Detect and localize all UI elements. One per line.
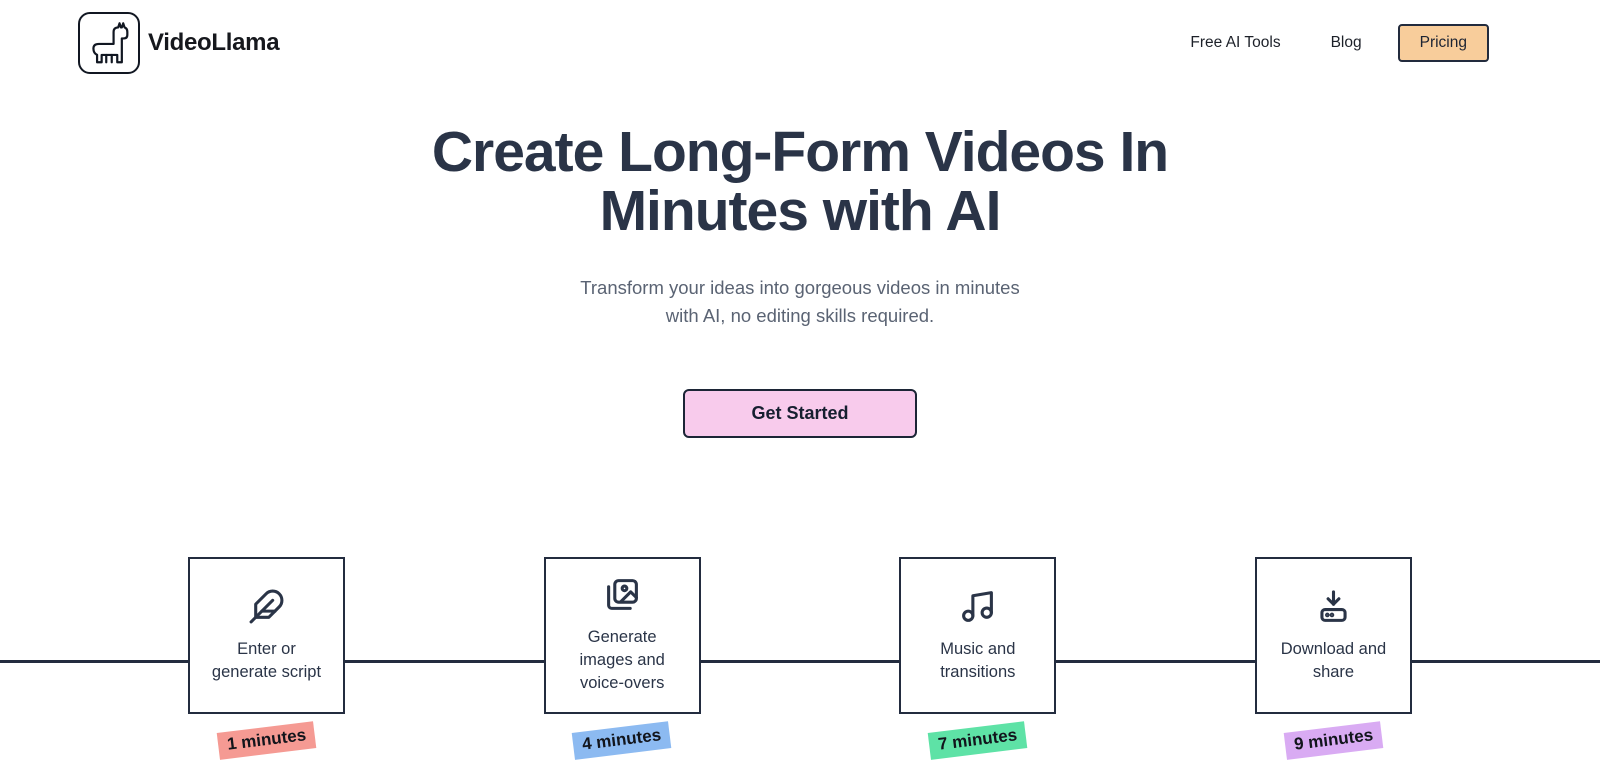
step-label: Generate images and voice-overs <box>579 628 665 692</box>
step-label: Download and share <box>1280 639 1387 681</box>
brand-name: VideoLlama <box>148 29 280 56</box>
step-duration-badge: 7 minutes <box>927 721 1028 760</box>
nav-free-ai-tools[interactable]: Free AI Tools <box>1190 34 1281 51</box>
page-title-line-2: Minutes with AI <box>599 179 1002 243</box>
header: VideoLlama Free AI Tools Blog Pricing <box>0 0 1600 86</box>
hero-subtitle: Transform your ideas into gorgeous video… <box>0 274 1600 329</box>
step-duration-badge: 9 minutes <box>1283 721 1384 760</box>
music-icon <box>959 588 996 625</box>
step-duration-badge: 4 minutes <box>572 721 673 760</box>
hero-subtitle-line-2: with AI, no editing skills required. <box>665 304 935 326</box>
step-enter-script: Enter or generate script 1 minutes <box>188 557 345 760</box>
pricing-button[interactable]: Pricing <box>1397 24 1489 62</box>
step-card: Music and transitions <box>899 557 1057 714</box>
page-title-line-1: Create Long-Form Videos In <box>431 120 1169 184</box>
timeline-line <box>0 660 1600 663</box>
hero-subtitle-line-1: Transform your ideas into gorgeous video… <box>580 277 1020 298</box>
step-label: Enter or generate script <box>211 639 322 681</box>
brand-logo[interactable]: VideoLlama <box>78 12 280 74</box>
step-duration-badge: 1 minutes <box>216 721 317 760</box>
get-started-button[interactable]: Get Started <box>683 389 917 438</box>
feather-icon <box>248 588 285 625</box>
step-card: Generate images and voice-overs <box>543 557 701 714</box>
page-title: Create Long-Form Videos In Minutes with … <box>0 123 1600 241</box>
nav-blog[interactable]: Blog <box>1330 34 1362 51</box>
step-generate-images: Generate images and voice-overs 4 minute… <box>543 557 701 760</box>
images-icon <box>604 576 641 613</box>
step-label: Music and transitions <box>940 639 1016 681</box>
step-download-share: Download and share 9 minutes <box>1254 557 1412 760</box>
step-card: Download and share <box>1254 557 1412 714</box>
step-music-transitions: Music and transitions 7 minutes <box>899 557 1057 760</box>
llama-icon <box>78 12 140 74</box>
hero-section: Create Long-Form Videos In Minutes with … <box>0 86 1600 438</box>
steps-row: Enter or generate script 1 minutes Gener… <box>188 557 1412 760</box>
download-icon <box>1315 588 1352 625</box>
step-card: Enter or generate script <box>188 557 345 714</box>
main-nav: Free AI Tools Blog Pricing <box>1190 24 1489 62</box>
